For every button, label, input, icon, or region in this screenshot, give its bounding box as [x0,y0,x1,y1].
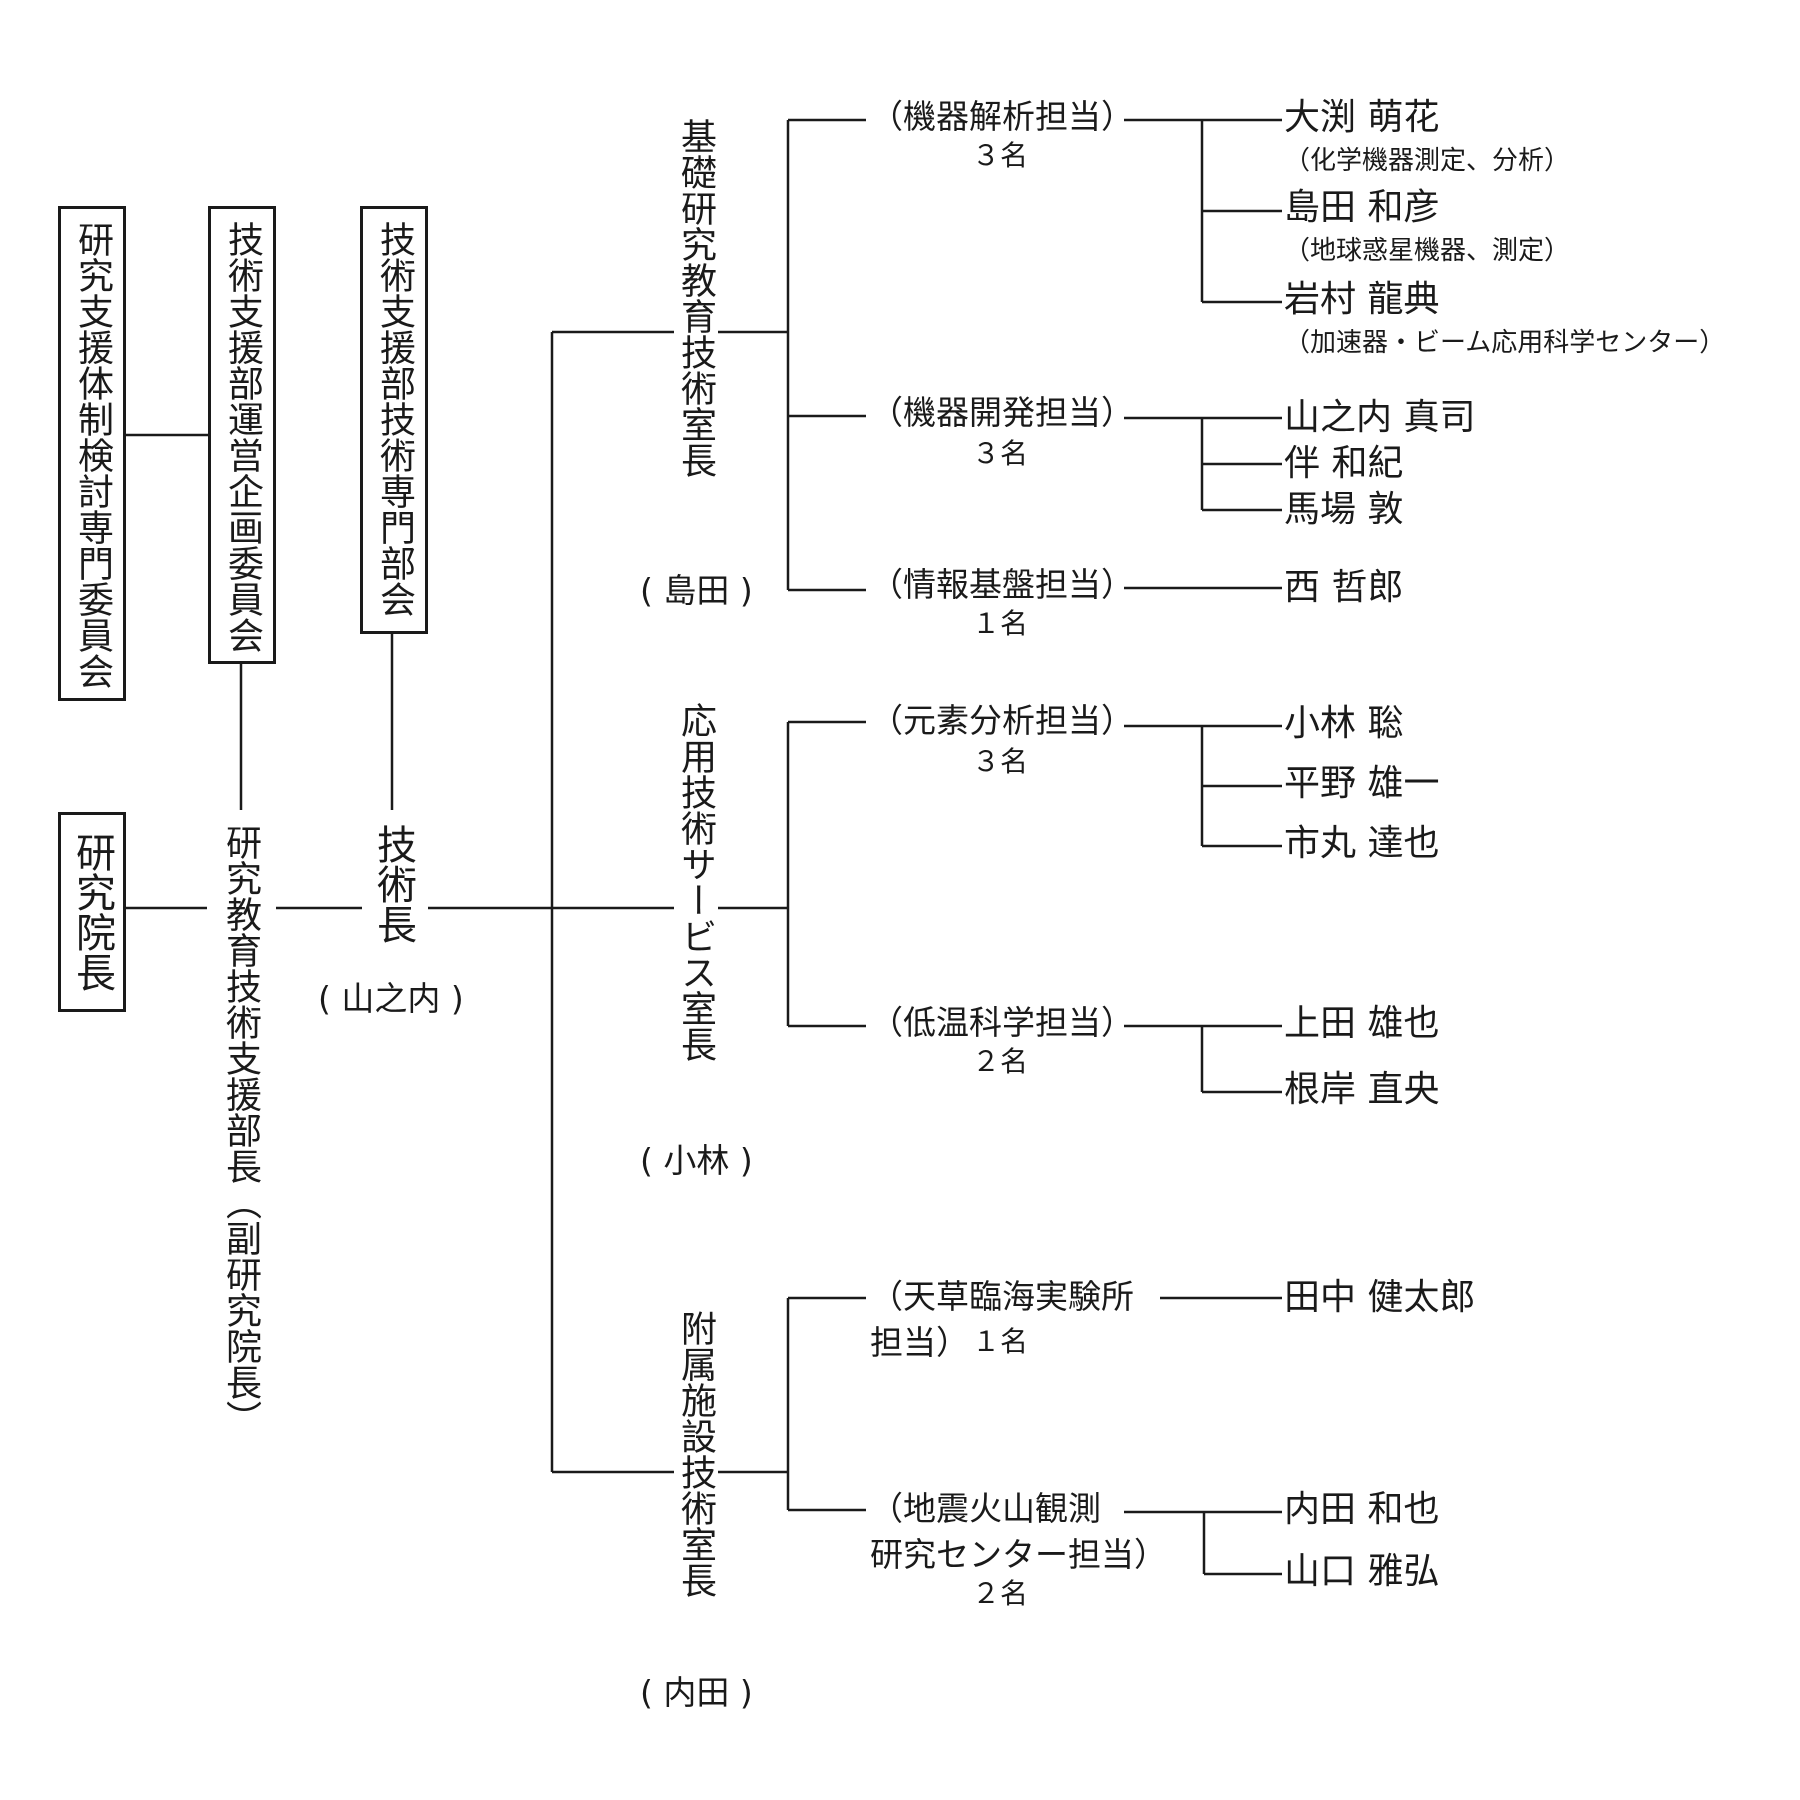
office-basic-title: 基礎研究教育技術室長 [675,118,716,478]
member-name: 田中 健太郎 [1284,1277,1476,1318]
member-name: 内田 和也 [1284,1489,1440,1530]
group-instrument-dev-count: ３名 [972,437,1029,470]
committee-planning-box: 技術支援部運営企画委員会 [208,206,276,664]
member-name: 大渕 萌花 [1284,97,1440,138]
group-element-analysis-count: ３名 [972,745,1029,778]
committee-technical-label: 技術支援部技術専門部会 [374,221,415,617]
office-facility-head: ( 内田 ) [640,1673,753,1712]
office-basic-head: ( 島田 ) [640,571,753,610]
member-name: 市丸 達也 [1284,823,1440,864]
group-amakusa-label-line2: 担当） [870,1323,969,1362]
group-info-infra-label: （情報基盤担当） [870,565,1134,604]
group-amakusa-count: １名 [972,1325,1029,1358]
member-name: 上田 雄也 [1284,1003,1440,1044]
member-note: （地球惑星機器、測定） [1284,236,1571,266]
group-instrument-analysis-label: （機器解析担当） [870,97,1134,136]
committee-review-label: 研究支援体制検討専門委員会 [72,221,113,689]
director-label: 研究教育技術支援部長（副研究院長） [220,824,261,1436]
member-name: 島田 和彦 [1284,187,1440,228]
group-instrument-analysis-count: ３名 [972,139,1029,172]
member-name: 岩村 龍典 [1284,279,1440,320]
committee-planning-label: 技術支援部運営企画委員会 [222,221,263,653]
member-name: 伴 和紀 [1284,443,1404,484]
group-instrument-dev-label: （機器開発担当） [870,393,1134,432]
member-name: 西 哲郎 [1284,567,1404,608]
chief-label: 技術長 [370,824,416,944]
group-seismic-label-line2: 研究センター担当） [870,1535,1167,1574]
member-note: （加速器・ビーム応用科学センター） [1284,328,1726,358]
office-applied-title: 応用技術サービス室長 [675,702,716,1062]
group-seismic-label-line1: （地震火山観測 [870,1489,1101,1528]
committee-review-box: 研究支援体制検討専門委員会 [58,206,126,701]
member-note: （化学機器測定、分析） [1284,146,1571,176]
dean-box: 研究院長 [58,812,126,1012]
dean-label: 研究院長 [69,832,115,992]
member-name: 小林 聡 [1284,703,1404,744]
group-info-infra-count: １名 [972,607,1029,640]
office-applied-head: ( 小林 ) [640,1141,753,1180]
member-name: 馬場 敦 [1284,489,1404,530]
member-name: 山之内 真司 [1284,397,1476,438]
committee-technical-box: 技術支援部技術専門部会 [360,206,428,634]
group-seismic-count: ２名 [972,1577,1029,1610]
member-name: 根岸 直央 [1284,1069,1440,1110]
member-name: 平野 雄一 [1284,763,1440,804]
group-low-temp-label: （低温科学担当） [870,1003,1134,1042]
office-facility-title: 附属施設技術室長 [675,1310,716,1598]
group-amakusa-label-line1: （天草臨海実験所 [870,1277,1134,1316]
group-element-analysis-label: （元素分析担当） [870,701,1134,740]
member-name: 山口 雅弘 [1284,1551,1440,1592]
group-low-temp-count: ２名 [972,1045,1029,1078]
chief-name: ( 山之内 ) [318,979,464,1018]
